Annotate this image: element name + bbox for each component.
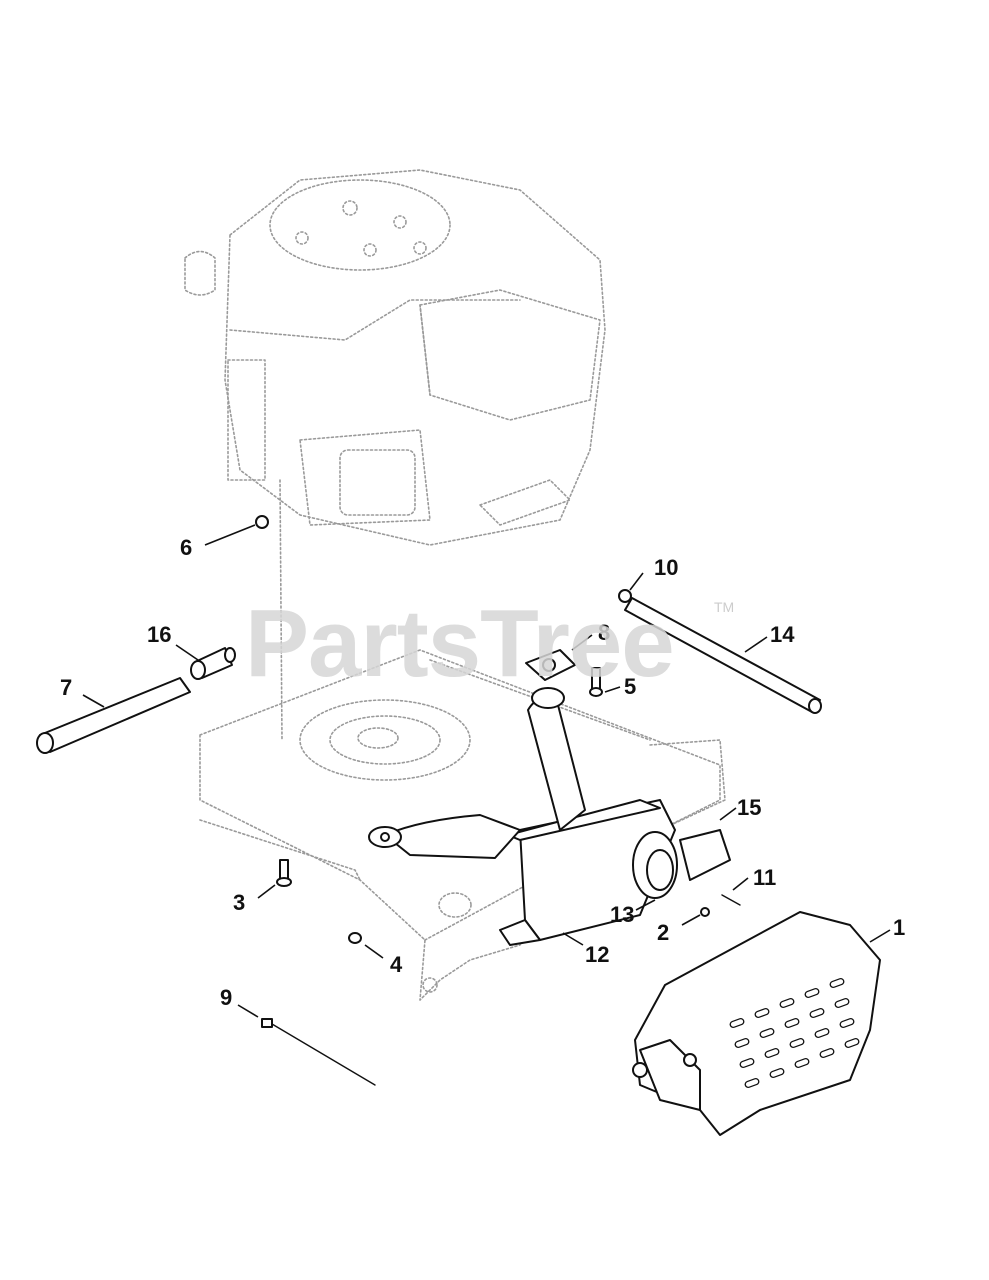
callout-13: 13 (610, 902, 634, 927)
callout-labels: 1 2 3 4 5 6 7 8 9 10 11 12 13 14 15 16 (60, 535, 905, 1010)
callout-16: 16 (147, 622, 171, 647)
part-2-washer (700, 907, 710, 917)
callout-2: 2 (657, 920, 669, 945)
callout-4: 4 (390, 952, 403, 977)
muffler-heat-shield (632, 911, 881, 1136)
part-3-bolt (276, 859, 292, 887)
callout-14: 14 (770, 622, 795, 647)
part-4-nut (348, 932, 362, 944)
leader-lines (82, 524, 891, 1018)
heat-shield-vent-slots (729, 977, 860, 1089)
spark-arrestor (632, 829, 731, 899)
part-16-fitting (190, 647, 236, 680)
part-10-nut (618, 589, 632, 603)
part-11-pin (721, 894, 741, 906)
callout-10: 10 (654, 555, 678, 580)
callout-15: 15 (737, 795, 761, 820)
part-8-gasket (525, 649, 576, 681)
watermark-trademark: TM (714, 599, 734, 615)
callout-1: 1 (893, 915, 905, 940)
watermark-text: PartsTree (245, 590, 674, 697)
muffler (368, 687, 676, 946)
callout-12: 12 (585, 942, 609, 967)
part-5-bolt (589, 667, 603, 697)
callout-8: 8 (598, 620, 610, 645)
callout-5: 5 (624, 674, 636, 699)
part-6-nut (255, 515, 269, 529)
callout-9: 9 (220, 985, 232, 1010)
part-14-rod (624, 597, 822, 714)
engine-outline (184, 169, 606, 741)
callout-11: 11 (753, 865, 776, 890)
callout-7: 7 (60, 675, 72, 700)
parts-tree-watermark: PartsTree TM (245, 590, 734, 697)
callout-3: 3 (233, 890, 245, 915)
callout-6: 6 (180, 535, 192, 560)
chassis-frame-outline (199, 649, 726, 1001)
part-9-cable-tie (261, 1018, 376, 1086)
part-7-tube (36, 677, 191, 754)
